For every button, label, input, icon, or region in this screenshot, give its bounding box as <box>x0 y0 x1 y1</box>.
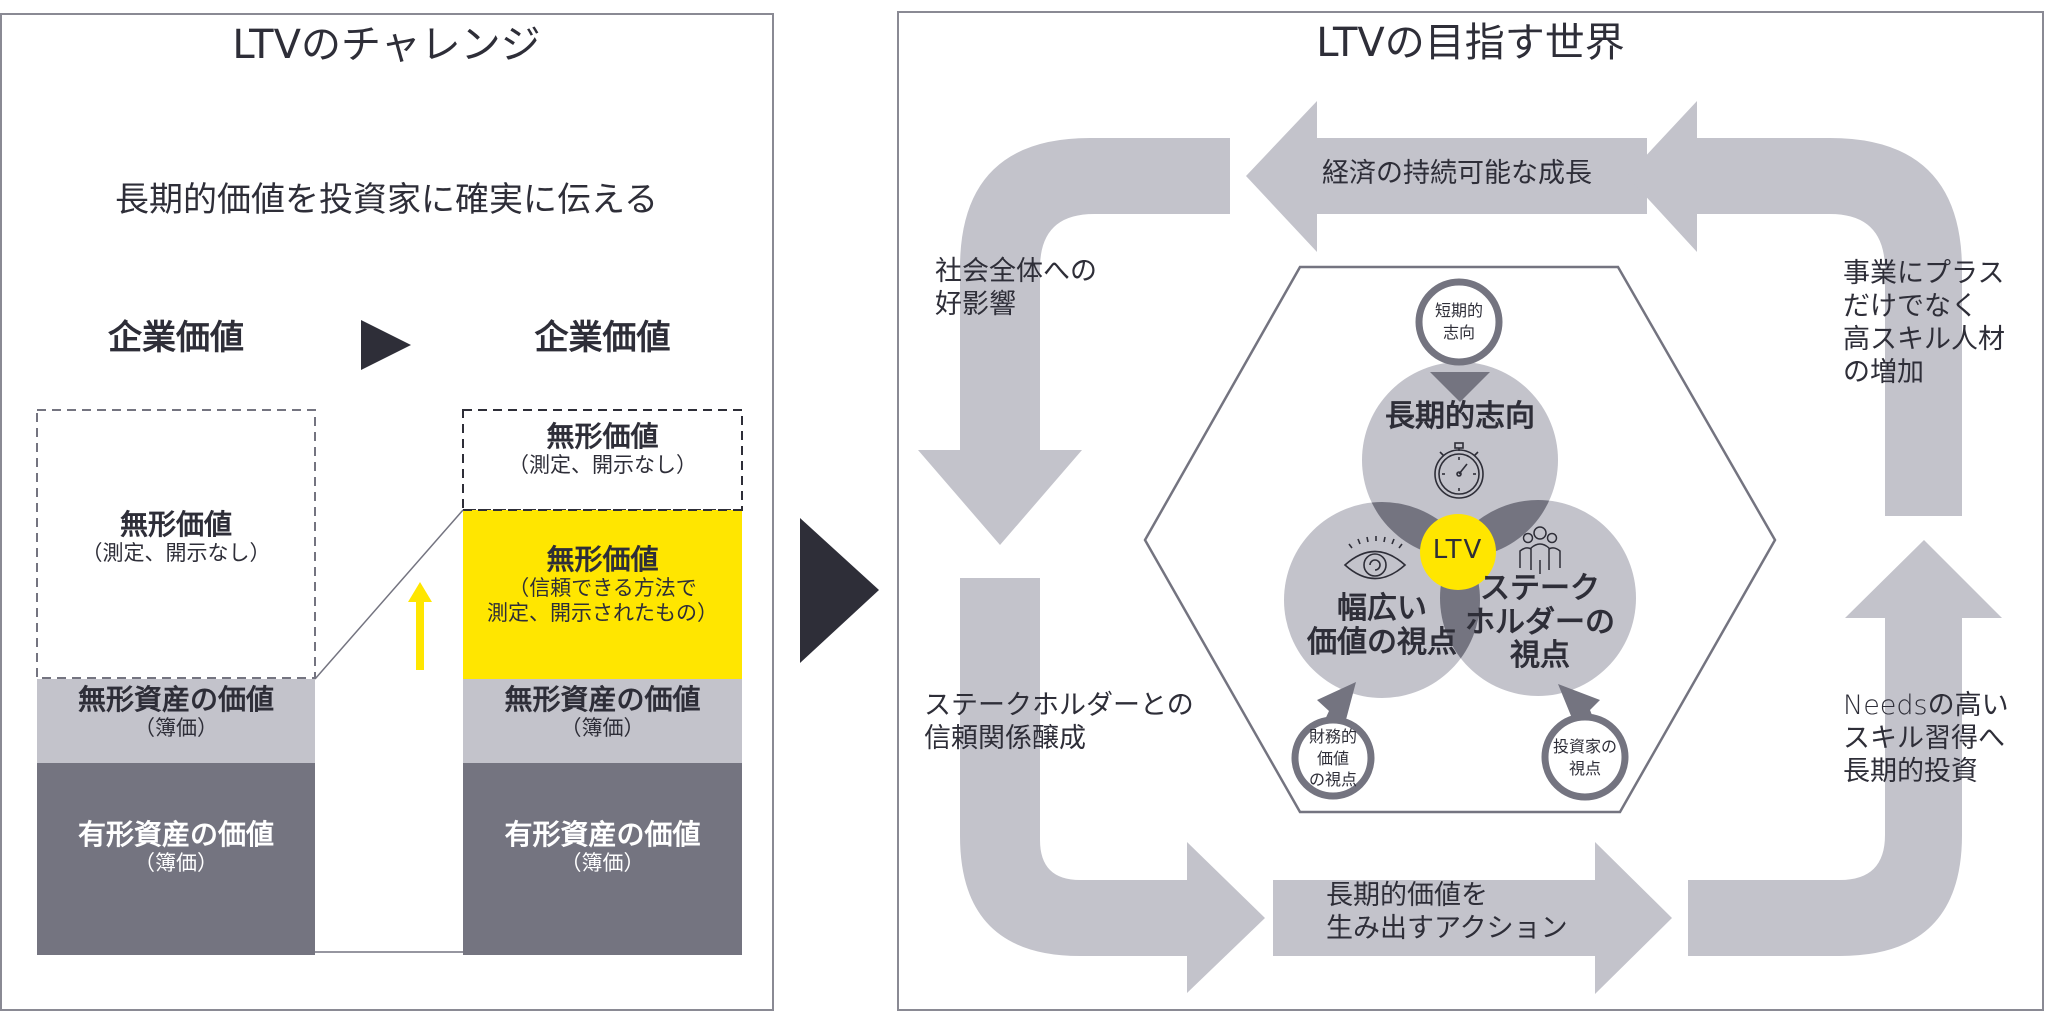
play-triangle-icon <box>361 320 411 370</box>
venn-label-stakeholder: ステーク ホルダーの 視点 <box>1465 571 1615 674</box>
input-label-financial: 財務的 価値 の視点 <box>1308 727 1357 790</box>
after-tangible-assets-label: 有形資産の価値 （簿価） <box>504 818 701 876</box>
ltv-center-circle <box>1420 514 1496 590</box>
before-intangible-dashed-box <box>36 409 316 679</box>
eye-icon <box>1343 536 1407 580</box>
cycle-label-bottom: 長期的価値を 生み出すアクション <box>1326 880 1568 944</box>
before-intangible-label: 無形価値 （測定、開示なし） <box>81 508 271 566</box>
after-intangible-assets-label: 無形資産の価値 （簿価） <box>504 683 701 741</box>
cycle-arrow-top-left <box>918 138 1230 545</box>
input-label-short-term: 短期的 志向 <box>1434 301 1483 342</box>
before-intangible-assets-label: 無形資産の価値 （簿価） <box>77 683 274 741</box>
right-panel-title: LTVの目指す世界 <box>1316 20 1625 66</box>
before-tangible-assets-label: 有形資産の価値 （簿価） <box>77 818 274 876</box>
left-panel-title: LTVのチャレンジ <box>232 22 541 68</box>
cycle-label-top: 経済の持続可能な成長 <box>1322 158 1592 189</box>
after-intangible-dashed-box <box>462 409 743 511</box>
people-icon <box>1519 526 1561 574</box>
ltv-center-label: LTV <box>1432 535 1484 565</box>
after-tangible-assets-block <box>463 763 742 955</box>
after-heading: 企業価値 <box>534 318 671 358</box>
center-transition-arrow <box>800 518 879 663</box>
after-intangible-label: 無形価値 （測定、開示なし） <box>508 420 697 478</box>
input-circle-investor <box>1541 713 1629 801</box>
before-tangible-assets-block <box>37 763 315 955</box>
after-intangible-measured-label: 無形価値 （信頼できる方法で 測定、開示されたもの） <box>487 543 718 625</box>
before-intangible-assets-block <box>37 679 315 763</box>
cycle-arrow-top <box>1246 101 1647 252</box>
arrow-down-into-top-circle <box>1430 372 1490 402</box>
venn-label-broad-value: 幅広い 価値の視点 <box>1307 591 1457 660</box>
arrow-up-icon <box>408 582 432 670</box>
cycle-label-right-lower: Needsの高い スキル習得へ 長期的投資 <box>1843 690 2009 787</box>
input-label-investor: 投資家の 視点 <box>1552 737 1617 778</box>
input-circle-financial <box>1291 716 1375 800</box>
cycle-arrow-bottom-right <box>1688 540 2002 956</box>
cycle-label-left: 社会全体への 好影響 <box>935 256 1097 320</box>
hexagon-frame <box>1143 265 1777 814</box>
stopwatch-icon <box>1434 442 1484 499</box>
after-intangible-measured-block <box>463 510 742 679</box>
input-circle-short-term <box>1415 278 1503 366</box>
before-heading: 企業価値 <box>108 318 244 358</box>
connector-line <box>314 509 464 680</box>
after-intangible-assets-block <box>463 679 742 763</box>
cycle-arrow-top-right <box>1627 101 1962 516</box>
venn-label-long-term: 長期的志向 <box>1385 399 1535 434</box>
cycle-arrow-bottom-left <box>960 578 1265 993</box>
cycle-label-right-upper: 事業にプラス だけでなく 高スキル人材 の増加 <box>1843 258 2005 388</box>
left-panel-lead: 長期的価値を投資家に確実に伝える <box>115 180 658 220</box>
cycle-label-left-lower: ステークホルダーとの 信頼関係醸成 <box>924 690 1194 754</box>
cycle-arrow-bottom <box>1273 842 1672 994</box>
